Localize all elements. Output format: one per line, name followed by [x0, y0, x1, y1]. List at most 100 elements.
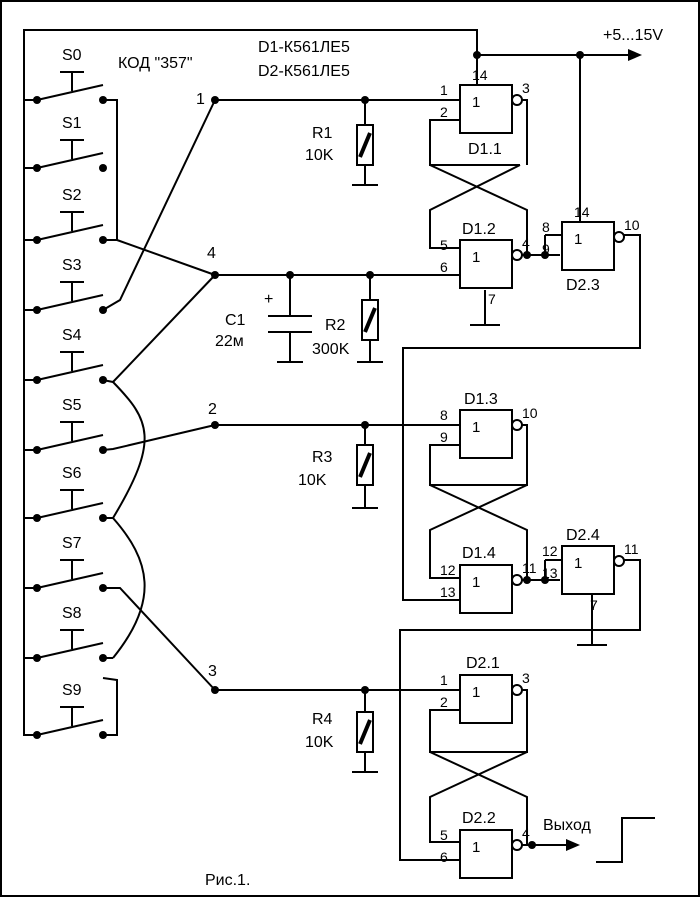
supply-label: +5...15V [603, 27, 663, 44]
switch-contact [99, 514, 107, 522]
gate-body [459, 829, 513, 879]
pin-label: 13 [542, 565, 558, 581]
wire-d11-out [520, 99, 528, 165]
c1-name: C1 [225, 312, 246, 329]
r1-resistor [356, 124, 374, 166]
pin-label: 2 [440, 694, 448, 710]
pin-label: 8 [542, 219, 550, 235]
gate-name: D1.1 [468, 141, 502, 158]
switch-contact [99, 306, 107, 314]
pin-label: 7 [590, 597, 598, 613]
switch-s4: S4 [24, 327, 107, 384]
pin-label: 10 [624, 217, 640, 233]
wire-s7-node3 [103, 587, 216, 691]
junction [361, 96, 369, 104]
figure-caption: Рис.1. [205, 872, 250, 889]
switch-s7: S7 [24, 535, 107, 592]
wire-s2-node4 [116, 239, 216, 276]
inversion-bubble [613, 231, 625, 243]
gate-name: D2.2 [462, 810, 496, 827]
pin-label: 4 [522, 825, 530, 841]
gate-body [561, 545, 615, 595]
node-3-label: 3 [208, 663, 217, 680]
trigger-2 [211, 421, 641, 861]
r4-value: 10K [305, 734, 334, 751]
switch-label: S0 [62, 47, 82, 64]
switch-blade [36, 502, 104, 519]
switch-s8: S8 [24, 605, 107, 662]
timing-rc: + C1 22м R2 300K [215, 275, 383, 363]
junction [528, 841, 536, 849]
switch-contact [99, 654, 107, 662]
node-1-label: 1 [196, 91, 205, 108]
code-label: КОД "357" [118, 55, 193, 72]
wire [429, 119, 520, 166]
resistor-mark [358, 719, 372, 745]
node-4 [211, 271, 219, 279]
gate-symbol: 1 [574, 555, 582, 572]
trigger-3: Выход [211, 686, 655, 863]
r3-value: 10K [298, 472, 327, 489]
inversion-bubble [511, 94, 523, 106]
junction [576, 51, 584, 59]
switch-s1: S1 [24, 115, 107, 172]
switch-label: S6 [62, 465, 82, 482]
pin-label: 9 [542, 241, 550, 257]
node-2-label: 2 [208, 401, 217, 418]
gate-name: D1.3 [464, 391, 498, 408]
trigger-1 [211, 96, 562, 326]
pin-label: 1 [440, 672, 448, 688]
gate-symbol: 1 [472, 839, 480, 856]
switch-label: S9 [62, 682, 82, 699]
wire-cross-b [429, 751, 528, 845]
switch-blade [36, 224, 104, 241]
pin-label: 11 [522, 560, 537, 576]
inversion-bubble [613, 555, 625, 567]
c1-polarity: + [264, 291, 273, 308]
switch-blade [36, 152, 104, 169]
wire-s6-s8 [112, 517, 146, 659]
junction [541, 251, 549, 259]
wire-cross-b [429, 164, 528, 255]
inversion-bubble [511, 574, 523, 586]
wire-s4-node4 [102, 274, 216, 384]
switch-contact [99, 446, 107, 454]
gate-name: D2.3 [566, 277, 600, 294]
wire-d23-out [402, 234, 641, 601]
switch-s3: S3 [24, 257, 107, 314]
gate-body [459, 84, 513, 134]
gate-name: D1.4 [462, 545, 496, 562]
resistor-mark [363, 307, 377, 333]
supply-arrow-head [628, 49, 642, 61]
gate-symbol: 1 [472, 94, 480, 111]
r1-name: R1 [312, 125, 333, 142]
switch-contact [99, 584, 107, 592]
junction [541, 576, 549, 584]
r4-name: R4 [312, 711, 333, 728]
switch-blade [36, 84, 104, 101]
gate-symbol: 1 [472, 249, 480, 266]
pin-label: 3 [522, 670, 530, 686]
node-4-label: 4 [207, 245, 216, 262]
junction [523, 251, 531, 259]
switch-s9: S9 [24, 682, 107, 739]
pin-label: 12 [542, 543, 558, 559]
resistor-mark [358, 452, 372, 478]
chip-d2-label: D2-К561ЛЕ5 [258, 63, 350, 80]
gate-symbol: 1 [472, 419, 480, 436]
switch-contact [99, 731, 107, 739]
wire [429, 424, 528, 486]
node-1 [211, 96, 219, 104]
r3-name: R3 [312, 449, 333, 466]
pin-label: 6 [440, 849, 448, 865]
inversion-bubble [511, 419, 523, 431]
junction [523, 576, 531, 584]
node-3 [211, 686, 219, 694]
pin-label: 3 [522, 80, 530, 96]
